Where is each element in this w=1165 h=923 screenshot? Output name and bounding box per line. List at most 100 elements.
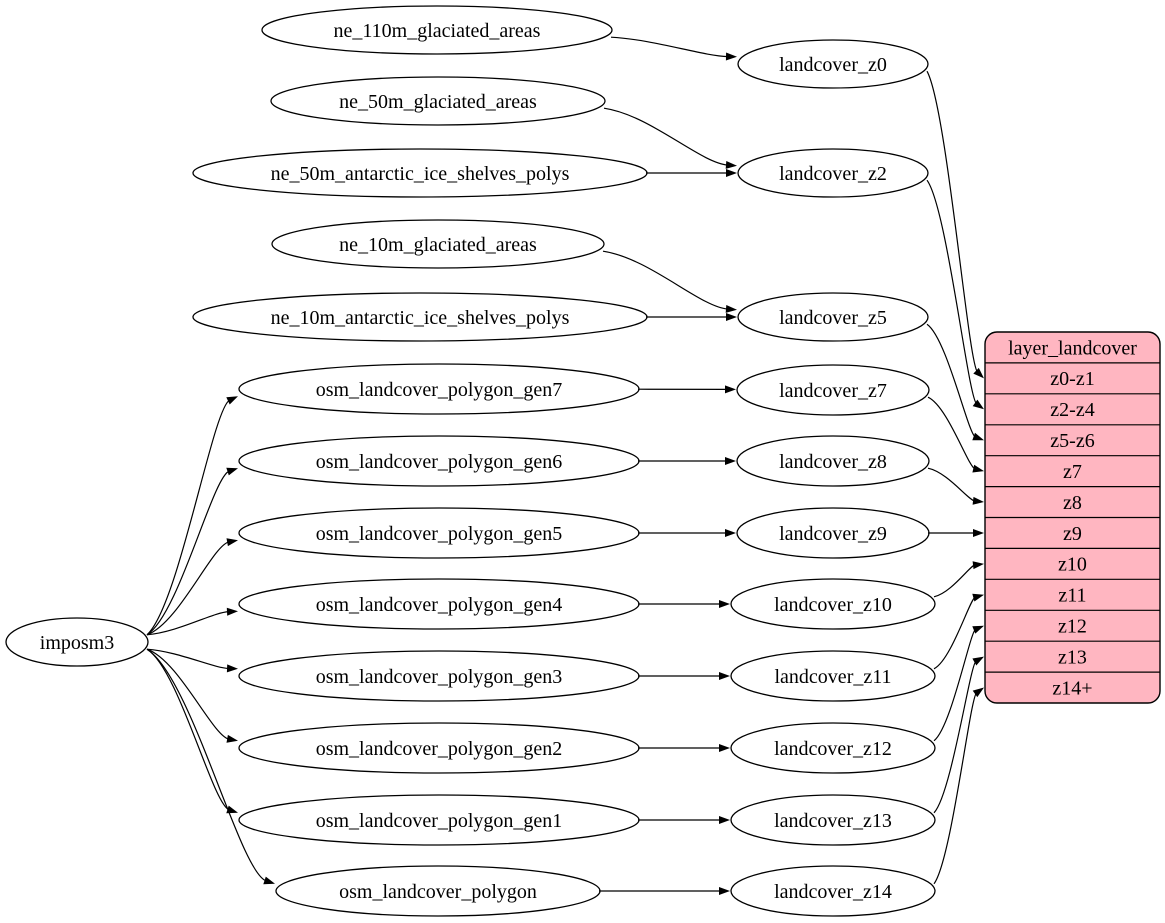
edge-arrowhead-icon xyxy=(725,529,736,537)
node-label: landcover_z9 xyxy=(779,523,887,545)
edge-arrowhead-icon xyxy=(972,593,984,602)
edge-ne_10m_glaciated_areas-to-landcover_z5 xyxy=(602,250,737,313)
edge-path xyxy=(146,470,230,636)
edge-arrowhead-icon xyxy=(226,467,238,476)
node-osm_landcover_polygon_gen2: osm_landcover_polygon_gen2 xyxy=(238,722,640,774)
node-osm_landcover_polygon_gen6: osm_landcover_polygon_gen6 xyxy=(238,435,640,487)
edge-ne_50m_antarctic_ice_shelves_polys-to-landcover_z2 xyxy=(646,169,737,177)
edge-path xyxy=(926,179,978,405)
node-osm_landcover_polygon_gen7: osm_landcover_polygon_gen7 xyxy=(238,363,640,415)
record-row-z10: z10 xyxy=(1058,554,1087,576)
record-row-z14-: z14+ xyxy=(1052,677,1092,699)
edge-imposm3-to-osm_landcover_polygon_gen6 xyxy=(146,467,238,636)
node-label: osm_landcover_polygon_gen7 xyxy=(316,379,563,401)
node-ellipse xyxy=(737,148,929,198)
node-ellipse xyxy=(730,722,936,774)
record-row-z11: z11 xyxy=(1058,585,1086,607)
edge-arrowhead-icon xyxy=(226,538,238,547)
node-label: ne_10m_glaciated_areas xyxy=(339,234,537,256)
edge-path xyxy=(146,399,231,636)
node-ne_10m_glaciated_areas: ne_10m_glaciated_areas xyxy=(271,219,605,269)
record-title: layer_landcover xyxy=(1008,337,1137,359)
node-ellipse xyxy=(737,39,929,89)
edge-landcover_z5-to-layer_landcover-z5-z6 xyxy=(926,323,984,441)
record-layer_landcover: layer_landcoverz0-z1z2-z4z5-z6z7z8z9z10z… xyxy=(984,331,1161,704)
node-ne_50m_glaciated_areas: ne_50m_glaciated_areas xyxy=(270,76,606,126)
edge-path xyxy=(933,692,978,885)
edge-path xyxy=(146,648,230,811)
edge-arrowhead-icon xyxy=(972,464,984,473)
edge-imposm3-to-osm_landcover_polygon_gen3 xyxy=(146,648,238,673)
node-ne_110m_glaciated_areas: ne_110m_glaciated_areas xyxy=(261,5,613,55)
edge-path xyxy=(602,250,729,310)
edge-osm_landcover_polygon_gen5-to-landcover_z9 xyxy=(638,529,736,537)
node-osm_landcover_polygon_gen1: osm_landcover_polygon_gen1 xyxy=(238,794,640,846)
nodes-layer: imposm3 ne_110m_glaciated_areas ne_50m_gla… xyxy=(5,5,1161,917)
edge-osm_landcover_polygon_gen6-to-landcover_z8 xyxy=(638,457,736,465)
record-row-z7: z7 xyxy=(1063,461,1082,483)
node-label: landcover_z12 xyxy=(774,738,892,760)
edge-landcover_z9-to-layer_landcover-z9 xyxy=(928,529,984,537)
edge-path xyxy=(146,541,230,636)
node-label: ne_110m_glaciated_areas xyxy=(334,20,541,42)
edge-path xyxy=(926,323,976,438)
edge-arrowhead-icon xyxy=(972,432,984,441)
node-landcover_z14: landcover_z14 xyxy=(730,865,936,917)
edge-osm_landcover_polygon_gen1-to-landcover_z13 xyxy=(638,816,730,824)
node-label: imposm3 xyxy=(40,632,114,654)
node-label: osm_landcover_polygon_gen1 xyxy=(316,810,563,832)
edge-landcover_z8-to-layer_landcover-z8 xyxy=(927,467,984,505)
edge-osm_landcover_polygon_gen3-to-landcover_z11 xyxy=(637,672,730,680)
node-ellipse xyxy=(5,617,149,667)
edge-osm_landcover_polygon-to-landcover_z14 xyxy=(598,887,730,895)
edge-arrowhead-icon xyxy=(973,529,984,537)
node-landcover_z13: landcover_z13 xyxy=(730,794,936,846)
node-label: osm_landcover_polygon_gen6 xyxy=(316,451,563,473)
edge-path xyxy=(933,564,976,598)
record-row-z9: z9 xyxy=(1063,523,1082,545)
node-label: landcover_z11 xyxy=(775,666,892,688)
edge-arrowhead-icon xyxy=(719,887,730,895)
edge-path xyxy=(933,628,977,742)
edge-path xyxy=(146,648,230,670)
node-ne_50m_antarctic_ice_shelves_polys: ne_50m_antarctic_ice_shelves_polys xyxy=(192,148,648,198)
edge-ne_10m_antarctic_ice_shelves_polys-to-landcover_z5 xyxy=(646,313,737,321)
node-ellipse xyxy=(730,865,936,917)
edge-arrowhead-icon xyxy=(725,385,736,394)
edge-path xyxy=(927,396,976,470)
node-label: ne_10m_antarctic_ice_shelves_polys xyxy=(271,307,570,329)
node-landcover_z10: landcover_z10 xyxy=(730,578,936,630)
node-landcover_z11: landcover_z11 xyxy=(730,650,936,702)
record-row-z2-z4: z2-z4 xyxy=(1050,399,1094,421)
edge-landcover_z10-to-layer_landcover-z10 xyxy=(933,561,984,598)
edge-landcover_z14-to-layer_landcover-z14+ xyxy=(933,687,984,885)
node-landcover_z9: landcover_z9 xyxy=(736,507,930,559)
edge-arrowhead-icon xyxy=(725,457,736,465)
node-ellipse xyxy=(270,76,606,126)
edge-arrowhead-icon xyxy=(725,161,737,169)
edge-arrowhead-icon xyxy=(725,305,737,313)
edge-arrowhead-icon xyxy=(972,561,984,570)
node-label: ne_50m_glaciated_areas xyxy=(339,91,537,113)
edge-imposm3-to-osm_landcover_polygon_gen1 xyxy=(146,648,238,814)
node-osm_landcover_polygon_gen3: osm_landcover_polygon_gen3 xyxy=(238,650,640,702)
record-row-z8: z8 xyxy=(1063,492,1082,514)
edge-arrowhead-icon xyxy=(719,672,730,680)
edge-imposm3-to-osm_landcover_polygon_gen4 xyxy=(146,607,238,636)
node-ellipse xyxy=(271,219,605,269)
edge-path xyxy=(610,36,729,58)
edge-osm_landcover_polygon_gen4-to-landcover_z10 xyxy=(638,600,730,608)
node-ellipse xyxy=(730,578,936,630)
edge-arrowhead-icon xyxy=(972,496,984,505)
edge-arrowhead-icon xyxy=(972,656,984,666)
edges-layer xyxy=(146,36,984,895)
record-row-z0-z1: z0-z1 xyxy=(1050,368,1094,390)
record-row-z13: z13 xyxy=(1058,647,1087,669)
node-ellipse xyxy=(730,794,936,846)
node-landcover_z5: landcover_z5 xyxy=(737,292,929,342)
edge-arrowhead-icon xyxy=(972,399,984,410)
edge-arrowhead-icon xyxy=(972,687,984,698)
edge-osm_landcover_polygon_gen2-to-landcover_z12 xyxy=(637,744,730,752)
